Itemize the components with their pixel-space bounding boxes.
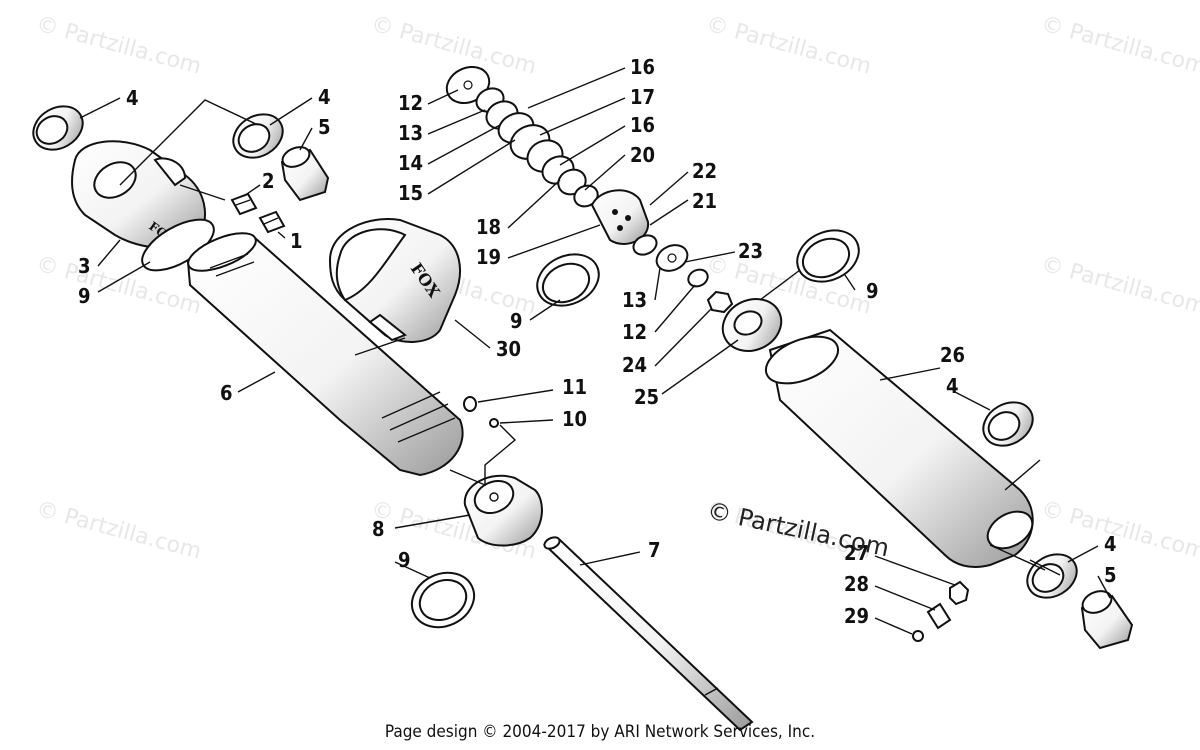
watermark: © Partzilla.com: [33, 12, 203, 80]
callout-label: 2: [262, 169, 275, 193]
callout-label: 4: [1104, 532, 1117, 556]
callout-label: 1: [290, 229, 303, 253]
footer-copyright: Page design © 2004-2017 by ARI Network S…: [384, 722, 816, 742]
callout-label: 19: [476, 245, 501, 269]
callout-label: 7: [648, 538, 661, 562]
callout-label: 16: [630, 55, 655, 79]
part-11-nut: [463, 396, 477, 412]
watermark: © Partzilla.com: [1038, 252, 1200, 320]
part-2-fitting: [230, 192, 258, 216]
callout-label: 24: [622, 353, 647, 377]
callout-label: 18: [476, 215, 501, 239]
callout-label: 26: [940, 343, 965, 367]
callout-label: 5: [318, 115, 331, 139]
part-3-body-cap: FOX: [71, 140, 206, 250]
part-1-valve: [258, 210, 286, 234]
callout-label: 12: [622, 320, 647, 344]
callout-label: 21: [692, 189, 717, 213]
part-10-ball: [489, 418, 499, 428]
part-27-nut: [949, 580, 970, 606]
part-7-piston-rod: [543, 536, 754, 732]
shim-stack: [445, 66, 734, 314]
callout-label: 15: [398, 181, 423, 205]
callout-label: 14: [398, 151, 423, 175]
callout-label: 10: [562, 407, 587, 431]
part-30-reservoir-cover: FOX: [328, 218, 461, 343]
callout-label: 29: [844, 604, 869, 628]
callout-label: 11: [562, 375, 587, 399]
callout-label: 13: [398, 121, 423, 145]
callout-label: 3: [78, 254, 91, 278]
leader-line: [354, 337, 406, 356]
callout-label: 4: [126, 86, 139, 110]
part-9-ring-lower-inner: [418, 579, 468, 621]
part-25-end-cap: [721, 298, 783, 352]
callout-label: 8: [372, 517, 385, 541]
callout-label: 4: [318, 85, 331, 109]
callout-label: 23: [738, 239, 763, 263]
callout-labels: 4 4 5 2 1 3 9 6 30 9 16 17 16 20 22 21 1…: [78, 55, 1117, 628]
part-28-screw: [926, 602, 952, 630]
callout-label: 13: [622, 288, 647, 312]
callout-label: 9: [510, 309, 523, 333]
callout-label: 17: [630, 85, 655, 109]
part-9-ring-right-inner: [801, 237, 851, 279]
part-29-ball: [912, 630, 924, 642]
callout-label: 30: [496, 337, 521, 361]
part-5-sleeve-lower: [1080, 590, 1134, 650]
watermark-main: © Partzilla.com: [705, 496, 892, 562]
callout-label: 5: [1104, 563, 1117, 587]
callout-label: 22: [692, 159, 717, 183]
callout-label: 12: [398, 91, 423, 115]
leader-lines: [79, 67, 1111, 635]
watermark: © Partzilla.com: [1038, 12, 1200, 80]
callout-label: 6: [220, 381, 233, 405]
callout-label: 16: [630, 113, 655, 137]
part-4-bushing-left: [32, 105, 84, 151]
part-5-sleeve-upper: [280, 146, 330, 202]
part-9-wiper-ring-left: [141, 218, 215, 272]
part-4-bushing-right-lower: [1026, 553, 1078, 599]
part-6-shock-body: [186, 232, 464, 477]
part-4-bushing-right-upper: [982, 401, 1034, 447]
callout-label: 25: [634, 385, 659, 409]
callout-label: 9: [866, 279, 879, 303]
callout-label: 20: [630, 143, 655, 167]
watermark: © Partzilla.com: [368, 12, 538, 80]
callout-label: 9: [78, 284, 91, 308]
watermark: © Partzilla.com: [703, 12, 873, 80]
callout-label: 28: [844, 572, 869, 596]
part-9-ring-middle-inner: [541, 262, 591, 304]
part-26-reservoir-body: [764, 328, 1034, 568]
part-8-piston: [463, 474, 543, 547]
callout-label: 4: [946, 374, 959, 398]
watermark: © Partzilla.com: [33, 497, 203, 565]
callout-label: 27: [844, 541, 869, 565]
callout-label: 9: [398, 548, 411, 572]
